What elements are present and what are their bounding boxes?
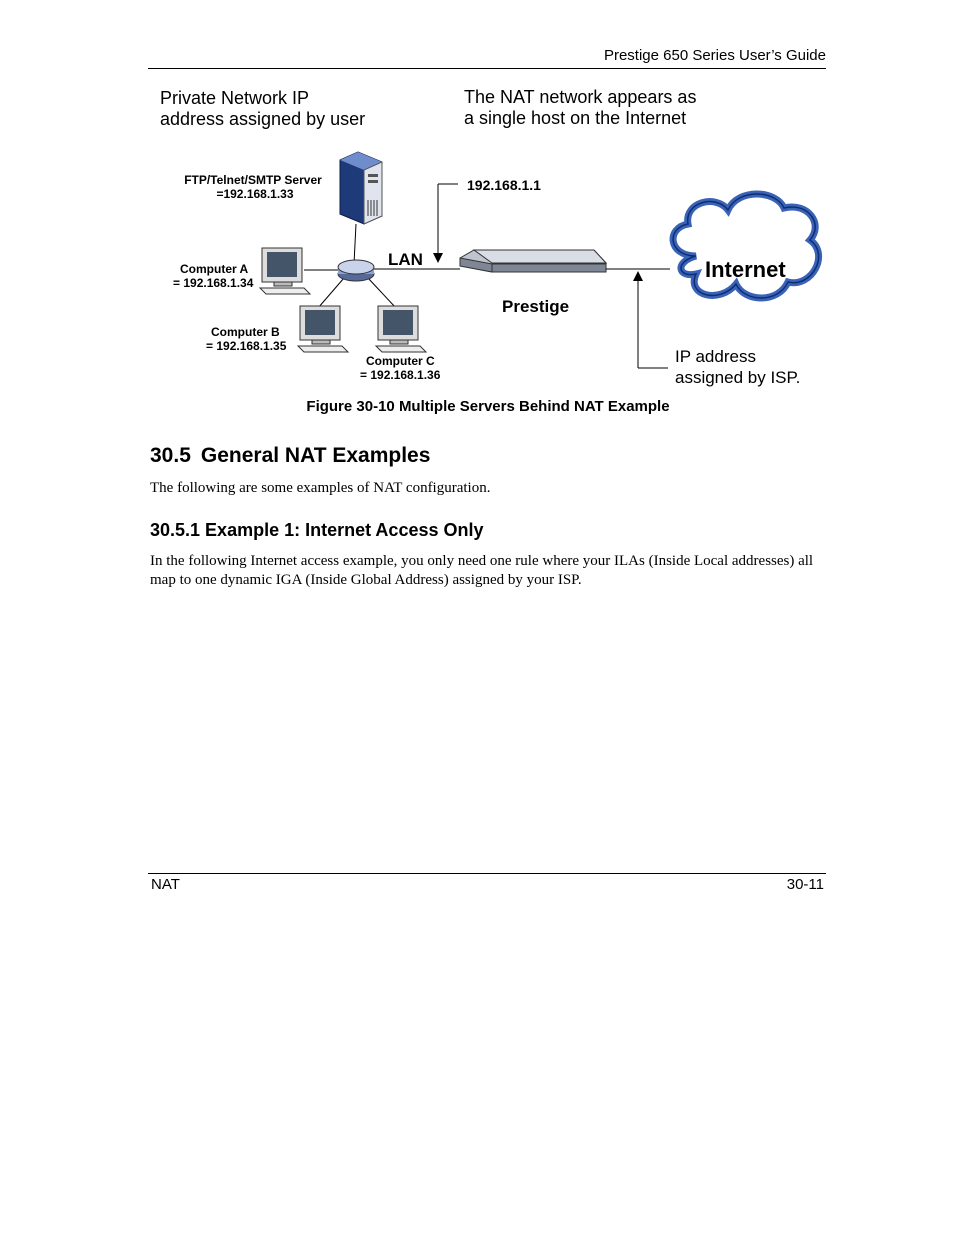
router-icon (460, 250, 606, 272)
header-rule (148, 68, 826, 69)
prestige-label: Prestige (502, 297, 569, 316)
lan-label: LAN (388, 250, 423, 269)
private-network-label-2: address assigned by user (160, 109, 365, 129)
computer-c-label: Computer C (366, 354, 435, 368)
isp-label-2: assigned by ISP. (675, 368, 800, 387)
computer-c-link (368, 278, 396, 308)
figure-caption: Figure 30-10 Multiple Servers Behind NAT… (148, 398, 828, 415)
private-network-label: Private Network IP (160, 88, 309, 108)
computer-b-label: Computer B (211, 325, 280, 339)
header-title: Prestige 650 Series User’s Guide (604, 47, 826, 64)
router-ip-label: 192.168.1.1 (467, 177, 541, 193)
computer-b-icon (298, 306, 348, 352)
section-number: 30.5 (150, 444, 191, 467)
subsection-heading: 30.5.1 Example 1: Internet Access Only (150, 520, 484, 541)
computer-c-icon (376, 306, 426, 352)
footer-chapter: NAT (151, 876, 180, 893)
page-number: 30-11 (787, 876, 824, 893)
section-intro: The following are some examples of NAT c… (150, 480, 826, 497)
computer-b-link (318, 278, 344, 308)
computer-a-label: Computer A (180, 262, 249, 276)
section-title: General NAT Examples (201, 444, 431, 467)
nat-host-label-2: a single host on the Internet (464, 108, 686, 128)
computer-a-icon (260, 248, 310, 294)
isp-label: IP address (675, 347, 756, 366)
computer-b-ip: = 192.168.1.35 (206, 339, 287, 353)
server-icon (340, 152, 382, 224)
computer-a-ip: = 192.168.1.34 (173, 276, 254, 290)
subsection-body: In the following Internet access example… (150, 552, 826, 590)
server-link (354, 224, 356, 264)
nat-host-label: The NAT network appears as (464, 87, 696, 107)
computer-c-ip: = 192.168.1.36 (360, 368, 441, 382)
internet-label: Internet (705, 257, 786, 282)
internet-cloud-icon (673, 194, 819, 298)
footer-rule (148, 873, 826, 874)
hub-icon (338, 260, 374, 281)
server-label: FTP/Telnet/SMTP Server (184, 173, 322, 187)
network-figure: Private Network IP address assigned by u… (148, 78, 828, 396)
section-heading: 30.5 General NAT Examples (150, 444, 430, 468)
nat-diagram: Private Network IP address assigned by u… (148, 78, 828, 396)
server-ip: =192.168.1.33 (216, 187, 293, 201)
